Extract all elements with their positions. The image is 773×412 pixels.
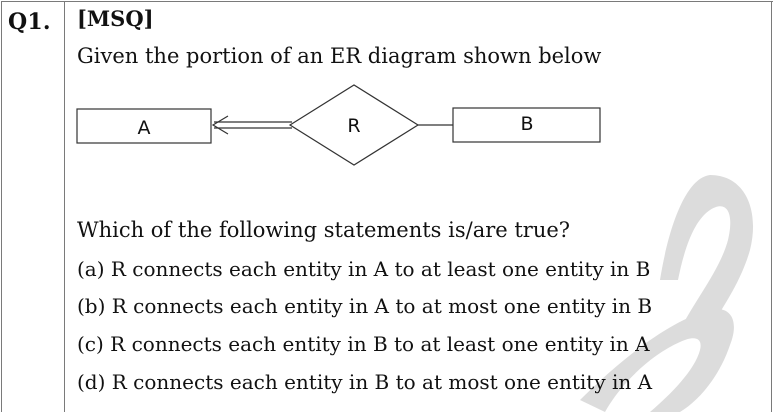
er-diagram: A R B — [76, 84, 601, 166]
question-type: [MSQ] — [77, 6, 154, 31]
table-border-left — [1, 1, 2, 412]
entity-a-box — [76, 108, 212, 144]
entity-a-label: A — [138, 117, 151, 139]
table-border-top — [1, 1, 773, 2]
option-c[interactable]: (c) R connects each entity in B to at le… — [77, 332, 650, 356]
entity-b-box — [452, 107, 601, 143]
arrow-head-icon — [211, 115, 229, 135]
relationship-r-label: R — [347, 115, 360, 137]
table-column-divider — [64, 1, 65, 412]
question-number: Q1. — [8, 9, 51, 35]
entity-b-label: B — [520, 113, 533, 135]
question-prompt: Which of the following statements is/are… — [77, 218, 571, 242]
table-border-right — [771, 1, 772, 412]
option-a[interactable]: (a) R connects each entity in A to at le… — [77, 257, 651, 281]
question-stem: Given the portion of an ER diagram shown… — [77, 44, 602, 68]
option-d[interactable]: (d) R connects each entity in B to at mo… — [77, 370, 653, 394]
option-b[interactable]: (b) R connects each entity in A to at mo… — [77, 294, 653, 318]
